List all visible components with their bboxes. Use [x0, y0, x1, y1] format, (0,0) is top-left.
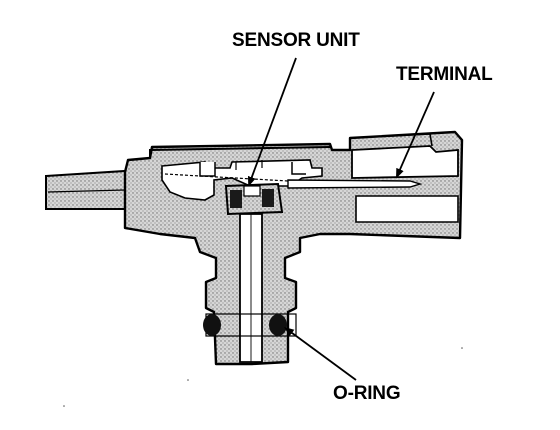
scan-speck — [461, 347, 463, 349]
inlet-bore-line — [47, 189, 126, 193]
connector-shroud-top — [351, 133, 433, 147]
terminal-dashed-lead — [164, 173, 289, 182]
sensor-unit-leader — [247, 57, 297, 187]
sensor-chip-center — [243, 185, 261, 197]
terminal-label: TERMINAL — [396, 64, 493, 85]
connector-shroud — [351, 145, 459, 179]
cavity-detail-left — [199, 162, 216, 177]
o-ring-label: O-RING — [333, 383, 401, 404]
terminal-pin — [287, 179, 423, 189]
o-ring-left — [203, 314, 221, 336]
o-ring-leader — [283, 327, 357, 381]
o-ring-right — [269, 314, 287, 336]
scan-speck — [63, 405, 65, 407]
cavity-detail-right — [291, 162, 306, 175]
housing-cap — [149, 146, 331, 158]
scan-speck — [187, 379, 189, 381]
sensor-unit-label: SENSOR UNIT — [232, 30, 360, 51]
sensor-chip-right — [262, 189, 274, 207]
sensor-chip-left — [230, 190, 242, 208]
connector-cavity-lower — [355, 195, 459, 223]
cavity-detail-top — [235, 160, 263, 170]
terminal-leader — [395, 91, 435, 179]
